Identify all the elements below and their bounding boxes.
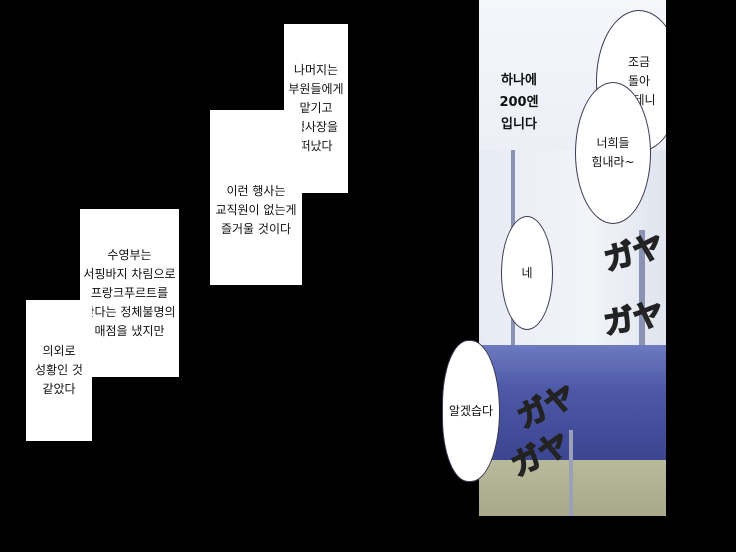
speech-line: 너희들 xyxy=(596,136,630,150)
speech-bubble-cheer: 너희들 힘내라~ xyxy=(575,82,651,224)
price-line: 200엔 xyxy=(499,95,539,110)
narration-line: 수영부는 xyxy=(107,247,152,262)
price-line: 입니다 xyxy=(501,117,537,132)
speech-line: 네 xyxy=(521,265,533,280)
narration-line: 의외로 xyxy=(42,344,76,358)
speech-line: 조금 xyxy=(627,54,651,69)
narration-box-success: 의외로 성황인 것 같았다 xyxy=(26,300,92,441)
narration-line: 이런 행사는 xyxy=(226,184,286,198)
manga-panel: 하나에 200엔 입니다 조금 돌아 볼테니 너희들 힘내라~ 네 ガヤ ガヤ … xyxy=(479,0,666,516)
price-caption: 하나에 200엔 입니다 xyxy=(487,70,551,136)
speech-line: 힘내라~ xyxy=(591,155,635,169)
narration-line: 판다는 정체불명의 xyxy=(83,304,176,319)
narration-line: 서핑바지 차림으로 xyxy=(83,266,176,281)
narration-line: 즐거울 것이다 xyxy=(220,222,292,236)
narration-box-swim-club: 수영부는 서핑바지 차림으로 프랑크푸르트를 판다는 정체불명의 매점을 냈지만 xyxy=(80,209,179,377)
narration-line: 성황인 것 xyxy=(35,363,83,377)
narration-line: 부원들에게 xyxy=(288,82,344,96)
foreground-rail xyxy=(569,430,573,516)
speech-line: 알겠습다 xyxy=(448,403,494,418)
narration-line: 행사장을 xyxy=(293,120,339,134)
narration-box-event-fun: 이런 행사는 교직원이 없는게 즐거울 것이다 xyxy=(210,110,302,285)
narration-line: 같았다 xyxy=(42,382,76,396)
speech-bubble-yes: 네 xyxy=(501,216,553,330)
speech-bubble-understood: 알겠습다 xyxy=(442,340,500,482)
narration-line: 프랑크푸르트를 xyxy=(90,285,169,300)
narration-line: 교직원이 없는게 xyxy=(215,203,297,217)
background-pillar xyxy=(639,230,645,350)
narration-line: 떠났다 xyxy=(299,139,333,153)
price-line: 하나에 xyxy=(501,73,537,88)
narration-line: 나머지는 xyxy=(293,63,339,77)
speech-line: 돌아 xyxy=(627,73,651,88)
narration-line: 맡기고 xyxy=(299,101,333,115)
narration-line: 매점을 냈지만 xyxy=(94,323,165,338)
